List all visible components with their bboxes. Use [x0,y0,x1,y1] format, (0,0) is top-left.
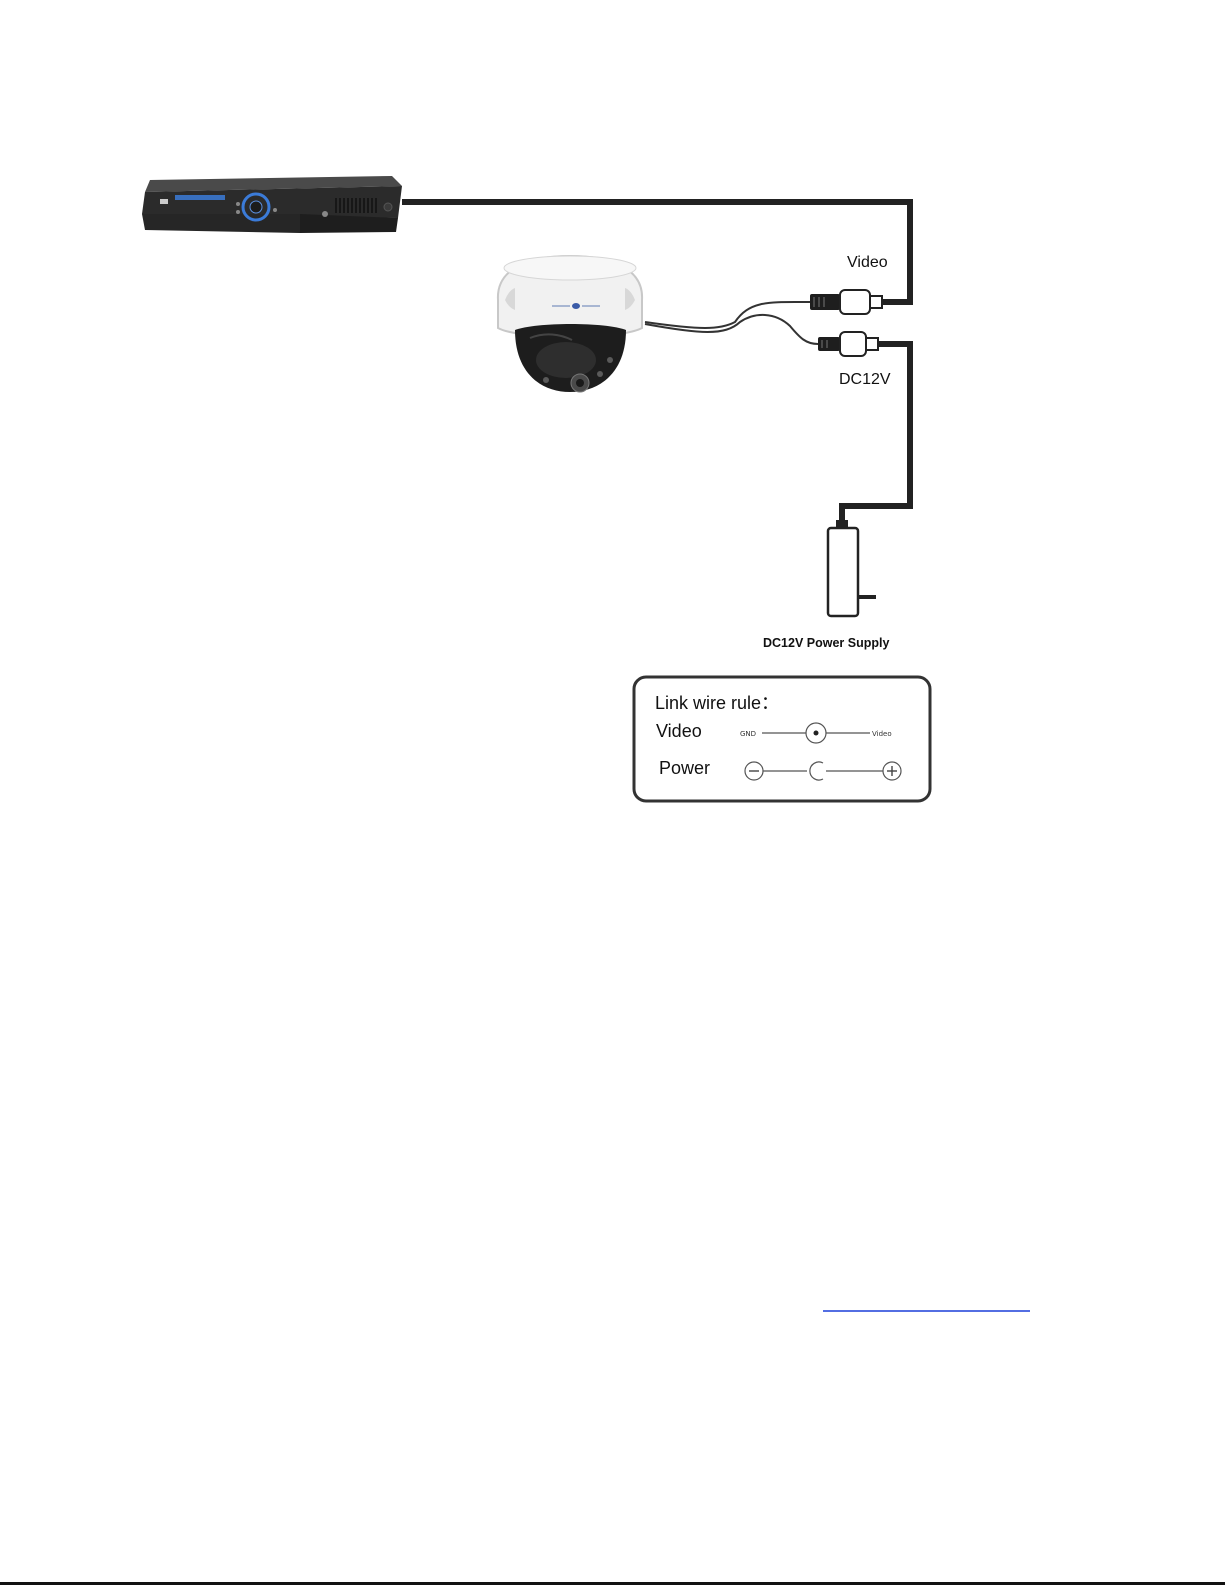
rule-video-label: Video [656,721,702,741]
rule-box-title: Link wire rule： [655,693,779,713]
video-pin-label: Video [872,730,892,738]
link-wire-rule-box: Link wire rule： Video Power GND Video [634,677,930,801]
rule-power-label: Power [659,758,710,778]
video-label: Video [847,254,888,271]
dome-camera [498,256,642,392]
video-cable [402,202,910,302]
gnd-label: GND [740,730,756,738]
power-supply-label: DC12V Power Supply [763,636,889,650]
dc-power-connector [818,332,878,356]
power-supply-adapter [828,520,876,616]
bnc-video-connector [810,290,882,314]
camera-pigtail-video [645,302,810,328]
dc12v-label: DC12V [839,371,891,388]
dvr-recorder [142,176,402,233]
camera-pigtail-power [645,315,818,344]
